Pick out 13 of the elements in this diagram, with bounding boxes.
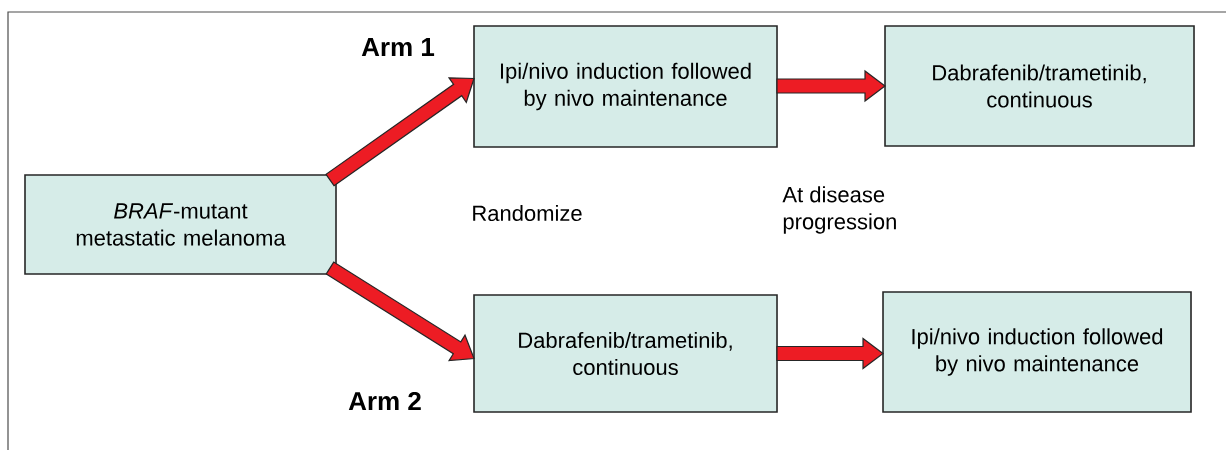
block-arrow: [776, 69, 886, 103]
note-text: Randomize: [473, 204, 582, 222]
arm-label: Arm 2: [348, 391, 421, 411]
block-arrow: [776, 337, 884, 370]
treatment-box: Dabrafenib/trametinib, continuous: [884, 25, 1195, 147]
block-arrow: [325, 77, 475, 187]
treatment-box: BRAF-mutant metastatic melanoma: [24, 174, 337, 275]
treatment-box: Ipi/nivo induction followed by nivo maintenance: [882, 291, 1192, 413]
block-arrow: [325, 261, 475, 362]
treatment-box: Ipi/nivo induction followed by nivo maintenance: [473, 25, 778, 148]
note-text: At disease progression: [782, 186, 896, 234]
treatment-box: Dabrafenib/trametinib, continuous: [473, 294, 778, 413]
arm-label: Arm 1: [361, 38, 435, 56]
